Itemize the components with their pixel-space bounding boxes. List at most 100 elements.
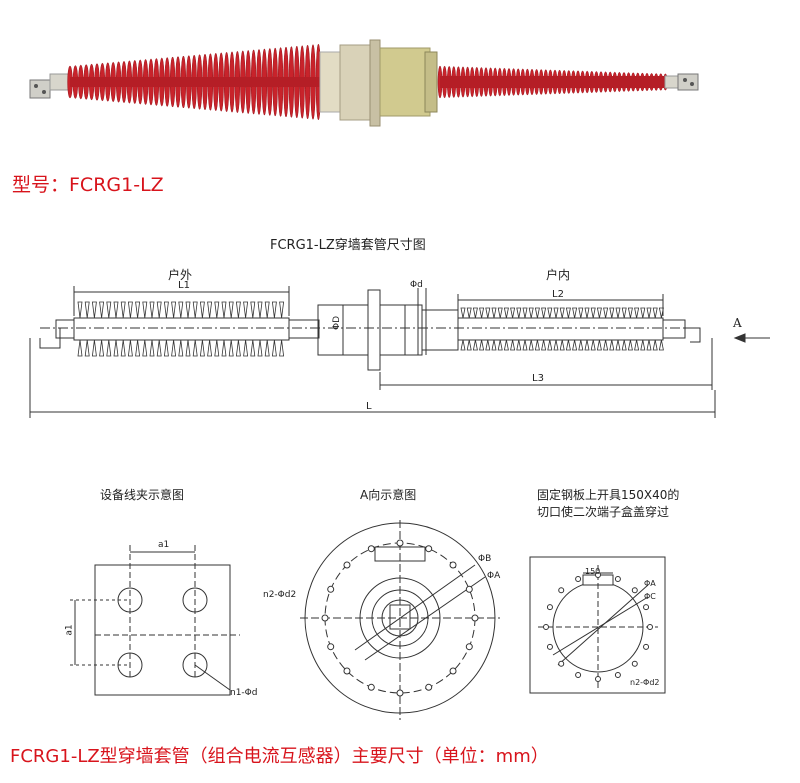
model-title: 型号：FCRG1-LZ: [12, 174, 164, 196]
bolt-hole: [643, 604, 650, 611]
clamp-a1-top: a1: [158, 540, 170, 550]
bolt-hole: [471, 614, 479, 622]
dimension-drawing-svg: [29, 286, 770, 418]
aview-a-label: ΦA: [487, 571, 501, 581]
shed-outline: [264, 301, 270, 357]
outdoor-label: 户外: [168, 268, 193, 282]
shed-outline: [271, 301, 277, 357]
shed-outline: [528, 307, 534, 351]
shed-outline: [221, 301, 227, 357]
aview-diagram: [300, 515, 510, 725]
shed-outline: [163, 301, 169, 357]
bolt-hole: [425, 683, 433, 691]
shed-outline: [178, 301, 184, 357]
shed-outline: [460, 307, 466, 351]
bolt-hole: [396, 689, 404, 697]
bolt-hole: [595, 676, 601, 682]
aview-diagram-svg: [300, 520, 500, 720]
clamp-diagram-svg: [70, 545, 240, 696]
plate-a-label: ΦA: [644, 579, 656, 588]
shed-outline: [658, 307, 664, 351]
shed-outline: [516, 307, 522, 351]
plate-title-1: 固定钢板上开具150X40的: [537, 488, 680, 502]
shed-outline: [559, 307, 565, 351]
shed-outline: [584, 307, 590, 351]
shed-outline: [235, 301, 241, 357]
indoor-sheds: [460, 307, 664, 351]
dim-l3-label: L3: [532, 373, 544, 384]
indoor-label: 户内: [546, 268, 571, 282]
shed-outline: [257, 301, 263, 357]
bushing-photo-svg: [29, 39, 699, 127]
shed-outline: [503, 307, 509, 351]
shed-outline: [243, 301, 249, 357]
shed-outline: [603, 307, 609, 351]
bolt-hole: [343, 561, 351, 569]
aview-b-label: ΦB: [478, 554, 492, 564]
dim-d-outer-label: ΦD: [332, 315, 343, 331]
clamp-a1-side: a1: [64, 624, 75, 636]
shed-outline: [77, 301, 83, 357]
bolt-hole: [614, 672, 621, 679]
plate-c-label: ΦC: [644, 592, 656, 601]
shed-outline: [541, 307, 547, 351]
dim-l2-label: L2: [552, 289, 564, 300]
bolt-hole: [321, 614, 329, 622]
bolt-hole: [396, 539, 404, 547]
shed-outline: [466, 307, 472, 351]
product-photo: [20, 30, 720, 130]
shed-outline: [565, 307, 571, 351]
shed-outline: [171, 301, 177, 357]
bolt-hole: [575, 672, 582, 679]
dim-l1-label: L1: [178, 280, 190, 291]
shed-outline: [207, 301, 213, 357]
shed-outline: [621, 307, 627, 351]
shed-outline: [192, 301, 198, 357]
outdoor-sheds: [77, 301, 285, 357]
shed-outline: [596, 307, 602, 351]
bolt-hole: [425, 545, 433, 553]
aview-title: A向示意图: [360, 488, 417, 502]
clamp-diagram: [65, 540, 245, 710]
bolt-hole: [327, 585, 335, 593]
shed-outline: [99, 301, 105, 357]
shed-outline: [553, 307, 559, 351]
shed-outline: [250, 301, 256, 357]
bolt-hole: [367, 683, 375, 691]
bolt-hole: [558, 587, 565, 594]
shed-outline: [91, 301, 97, 357]
shed-outline: [634, 307, 640, 351]
bolt-hole: [647, 624, 653, 630]
shed-outline: [149, 301, 155, 357]
bolt-hole: [614, 575, 621, 582]
left-terminal: [29, 79, 51, 99]
view-a-label: A: [733, 316, 742, 330]
shed-outline: [135, 301, 141, 357]
shed-outline: [199, 301, 205, 357]
bolt-hole: [595, 572, 601, 578]
shed-outline: [497, 307, 503, 351]
shed-outline: [279, 301, 285, 357]
shed-outline: [609, 307, 615, 351]
shed-outline: [185, 301, 191, 357]
shed-outline: [627, 307, 633, 351]
bolt-hole: [543, 624, 549, 630]
bolt-hole: [643, 643, 650, 650]
bolt-hole: [465, 585, 473, 593]
shed-outline: [120, 301, 126, 357]
shed-outline: [485, 307, 491, 351]
shed-outline: [113, 301, 119, 357]
bolt-hole: [367, 545, 375, 553]
shed-outline: [127, 301, 133, 357]
shed-outline: [106, 301, 112, 357]
plate-diagram-svg: [529, 556, 666, 694]
flange-plate: [379, 47, 431, 117]
shed-outline: [522, 307, 528, 351]
shed-outline: [646, 307, 652, 351]
bolt-hole: [449, 667, 457, 675]
plate-150-label: 150: [585, 567, 601, 576]
shed-outline: [572, 307, 578, 351]
bolt-hole: [546, 643, 553, 650]
dim-l-label: L: [366, 401, 372, 412]
bolt-hole: [546, 604, 553, 611]
